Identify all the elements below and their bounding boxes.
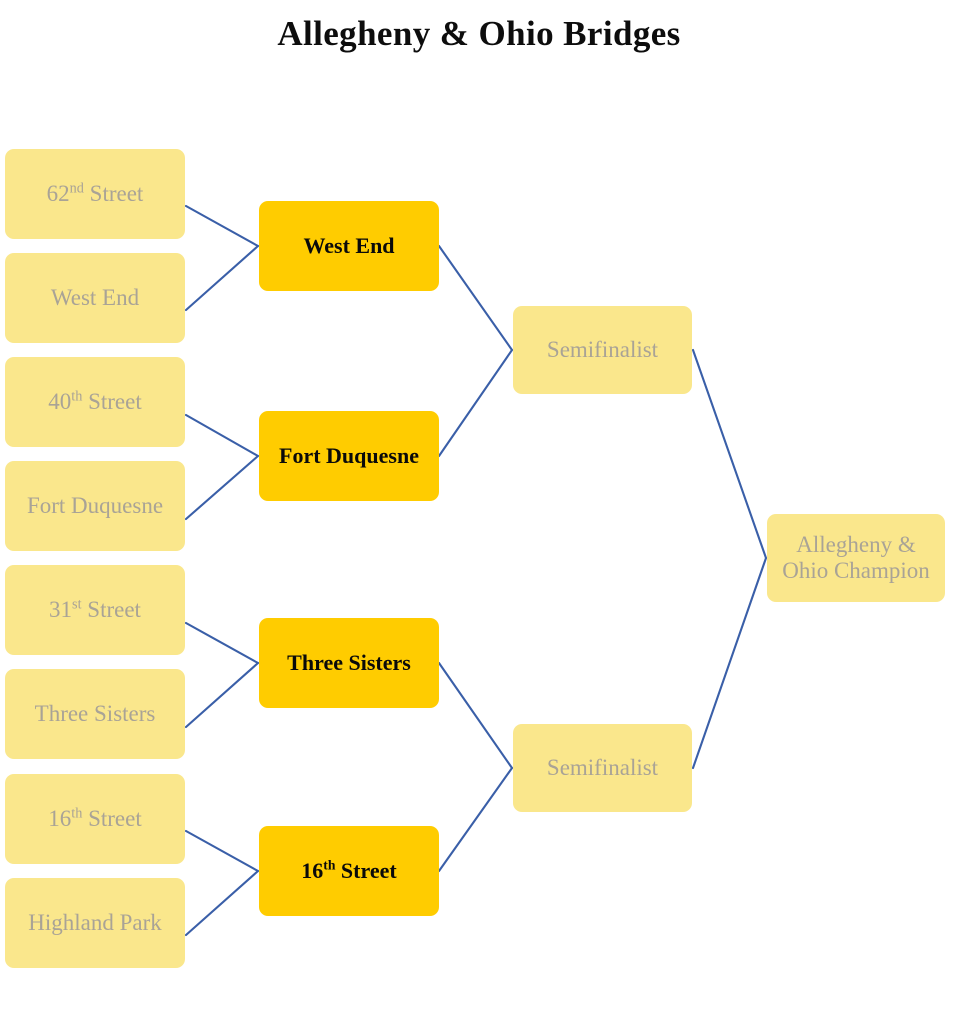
- connector-r1-slot8: [184, 869, 260, 937]
- connector-r1-slot6: [184, 661, 260, 729]
- bracket-slot-label: 31st Street: [49, 596, 141, 622]
- bracket-slot-round1-2[interactable]: West End: [5, 253, 185, 343]
- connector-r1-slot7: [184, 829, 260, 873]
- champion-line-1: Allegheny &: [796, 531, 916, 557]
- bracket-slot-label: 16th Street: [301, 858, 397, 884]
- bracket-slot-round1-5[interactable]: 31st Street: [5, 565, 185, 655]
- bracket-slot-label: Fort Duquesne: [26, 492, 164, 518]
- bracket-slot-round1-1[interactable]: 62nd Street: [5, 149, 185, 239]
- bracket-slot-label: Semifinalist: [546, 754, 659, 780]
- connector-r3-slot1: [691, 348, 768, 560]
- connector-r3-slot2: [691, 556, 768, 770]
- bracket-slot-semifinal-2[interactable]: Semifinalist: [513, 724, 692, 812]
- bracket-slot-label: 16th Street: [48, 805, 142, 831]
- bracket-slot-label: 40th Street: [48, 388, 142, 414]
- bracket-slot-semifinal-1[interactable]: Semifinalist: [513, 306, 692, 394]
- connector-r1-slot4: [184, 454, 260, 521]
- bracket-slot-label: Fort Duquesne: [279, 443, 419, 469]
- bracket-slot-label: Allegheny & Ohio Champion: [773, 532, 939, 584]
- bracket-slot-label: 62nd Street: [46, 180, 144, 206]
- connector-r1-slot2: [184, 244, 260, 312]
- connector-r1-slot1: [184, 204, 260, 248]
- bracket-slot-label: Three Sisters: [34, 700, 156, 726]
- bracket-slot-round2-4[interactable]: 16th Street: [259, 826, 439, 916]
- bracket-slot-round2-2[interactable]: Fort Duquesne: [259, 411, 439, 501]
- champion-line-2: Ohio Champion: [782, 558, 930, 583]
- bracket-slot-round1-3[interactable]: 40th Street: [5, 357, 185, 447]
- bracket-slot-round2-1[interactable]: West End: [259, 201, 439, 291]
- connector-r2-slot2: [437, 348, 514, 458]
- bracket-slot-label: Semifinalist: [546, 336, 659, 362]
- bracket-slot-label: West End: [303, 233, 395, 259]
- bracket-slot-label: Highland Park: [28, 909, 162, 935]
- bracket-slot-round1-4[interactable]: Fort Duquesne: [5, 461, 185, 551]
- bracket-slot-round1-6[interactable]: Three Sisters: [5, 669, 185, 759]
- bracket-slot-round1-7[interactable]: 16th Street: [5, 774, 185, 864]
- bracket-slot-round2-3[interactable]: Three Sisters: [259, 618, 439, 708]
- connector-r2-slot3: [437, 661, 514, 770]
- bracket-slot-round1-8[interactable]: Highland Park: [5, 878, 185, 968]
- connector-r1-slot5: [184, 621, 260, 665]
- connector-r2-slot1: [437, 244, 514, 352]
- connector-r1-slot3: [184, 413, 260, 458]
- connector-r2-slot4: [437, 766, 514, 873]
- bracket-slot-label: West End: [50, 284, 140, 310]
- page-title: Allegheny & Ohio Bridges: [277, 14, 681, 53]
- bracket-slot-champion[interactable]: Allegheny & Ohio Champion: [767, 514, 945, 602]
- bracket-slot-label: Three Sisters: [287, 650, 411, 676]
